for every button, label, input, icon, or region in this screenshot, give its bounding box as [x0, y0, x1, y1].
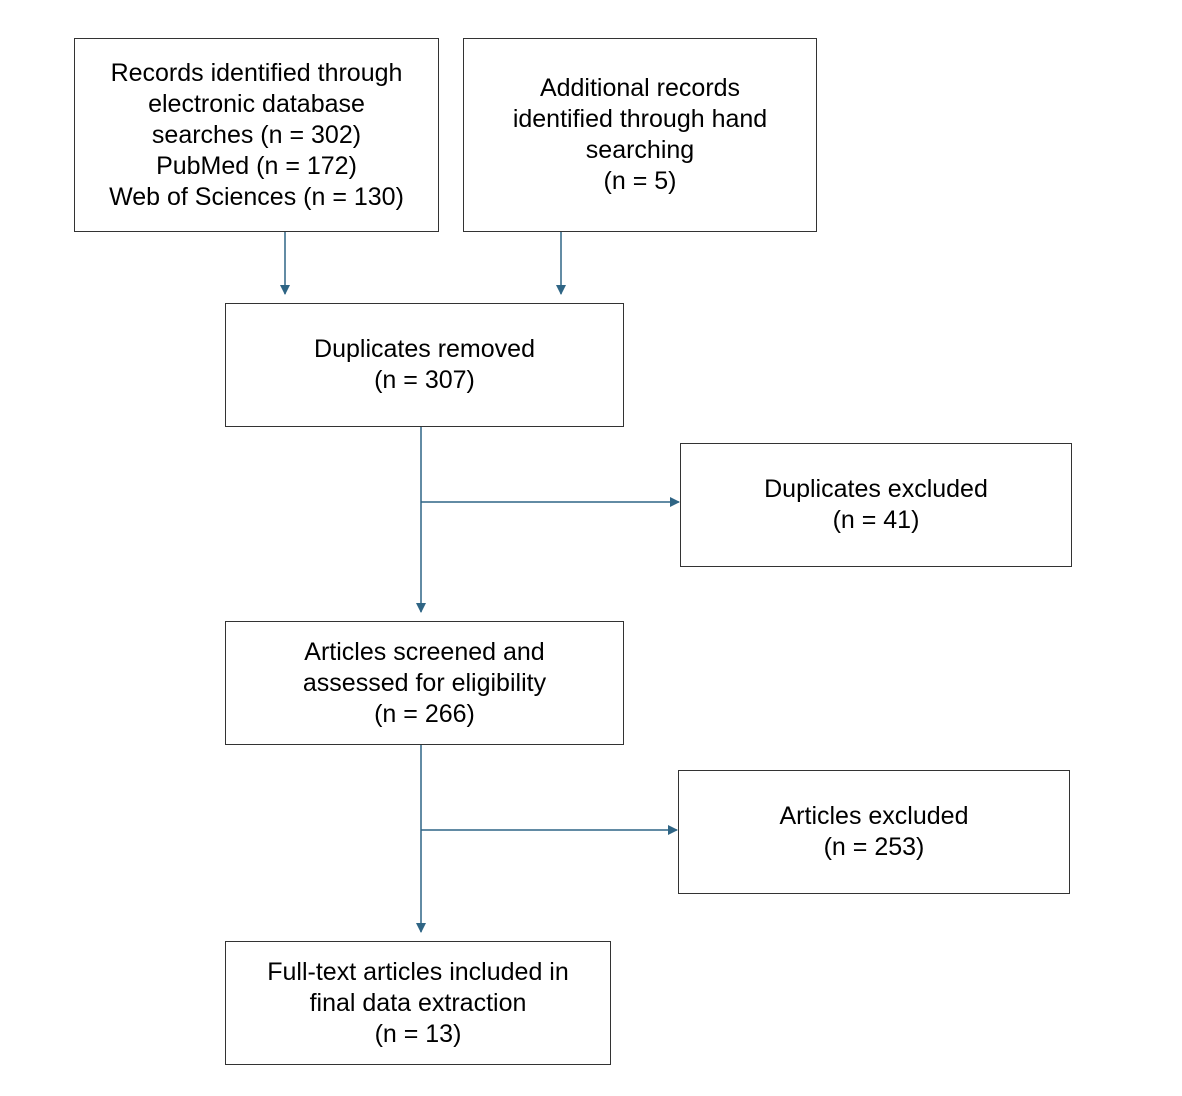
box-text-line: (n = 5) — [603, 167, 677, 195]
duplicates-excluded-box: Duplicates excluded (n = 41) — [680, 443, 1072, 567]
box-text-line: searches (n = 302) — [151, 120, 362, 149]
box-text-line: PubMed (n = 172) — [156, 151, 357, 180]
box-text-line: Records identified through — [110, 58, 403, 87]
box-text-line: searching — [585, 136, 695, 164]
screened-box: Articles screened and assessed for eligi… — [225, 621, 624, 745]
box-text-line: identified through hand — [512, 105, 768, 133]
included-box: Full-text articles included in final dat… — [225, 941, 611, 1065]
box-text-line: Additional records — [539, 74, 741, 102]
box-text-line: Articles excluded — [779, 802, 969, 830]
box-text-line: (n = 307) — [374, 366, 475, 394]
box-text-line: (n = 253) — [823, 833, 925, 861]
box-text-line: (n = 13) — [374, 1019, 462, 1048]
box-text-line: Full-text articles included in — [267, 957, 569, 986]
box-text-line: (n = 266) — [374, 699, 475, 728]
box-text-line: Web of Sciences (n = 130) — [109, 182, 404, 211]
hand-search-box: Additional records identified through ha… — [463, 38, 817, 232]
box-text-line: Duplicates excluded — [764, 475, 988, 503]
box-text-line: final data extraction — [309, 988, 527, 1017]
database-search-box: Records identified through electronic da… — [74, 38, 439, 232]
box-text-line: electronic database — [148, 89, 365, 118]
box-text-line: Articles screened and — [304, 637, 545, 666]
box-text-line: Duplicates removed — [314, 335, 535, 363]
articles-excluded-box: Articles excluded (n = 253) — [678, 770, 1070, 894]
box-text-line: (n = 41) — [832, 506, 920, 534]
duplicates-removed-box: Duplicates removed (n = 307) — [225, 303, 624, 427]
box-text-line: assessed for eligibility — [302, 668, 547, 697]
